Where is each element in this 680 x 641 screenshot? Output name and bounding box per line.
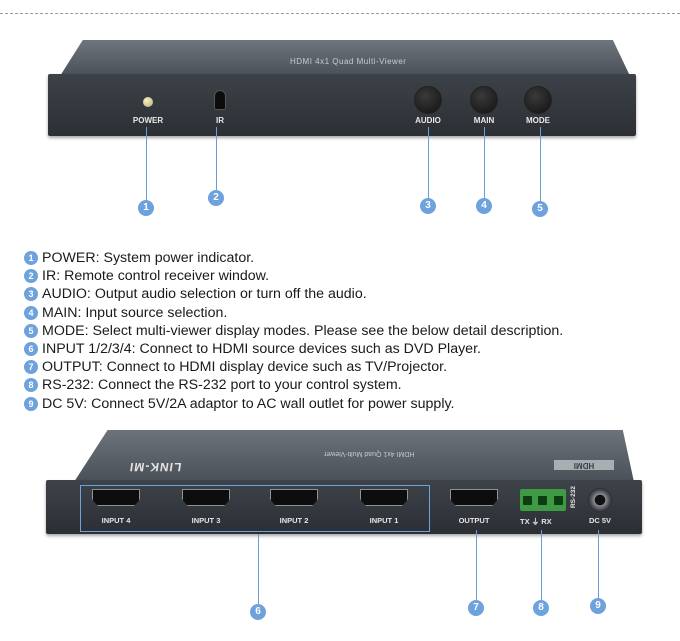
callout-line-1 xyxy=(146,127,147,200)
hdmi-input-1-port[interactable] xyxy=(360,489,408,506)
brand-logo: LINK-MI xyxy=(128,460,183,474)
dc-5v-label: DC 5V xyxy=(588,516,612,525)
callout-number-2: 2 xyxy=(208,190,224,206)
hdmi-input-3-port[interactable] xyxy=(182,489,230,506)
ir-window-icon xyxy=(214,90,226,110)
main-label: MAIN xyxy=(473,116,495,125)
callout-number-7: 7 xyxy=(468,600,484,616)
main-button[interactable] xyxy=(470,86,498,114)
power-label: POWER xyxy=(132,116,164,125)
input-2-label: INPUT 2 xyxy=(279,516,309,525)
callout-line-4 xyxy=(484,127,485,198)
description-number: 3 xyxy=(24,287,38,302)
description-text: OUTPUT: Connect to HDMI display device s… xyxy=(42,359,448,376)
description-text: AUDIO: Output audio selection or turn of… xyxy=(42,286,367,303)
description-number: 8 xyxy=(24,378,38,393)
callout-line-3 xyxy=(428,127,429,198)
description-text: DC 5V: Connect 5V/2A adaptor to AC wall … xyxy=(42,395,455,412)
description-item: 7 OUTPUT: Connect to HDMI display device … xyxy=(24,358,674,376)
mode-label: MODE xyxy=(526,116,550,125)
callout-number-3: 3 xyxy=(420,198,436,214)
audio-button[interactable] xyxy=(414,86,442,114)
description-item: 1 POWER: System power indicator. xyxy=(24,249,674,267)
front-panel-image: HDMI 4x1 Quad Multi-Viewer POWER IR AUDI… xyxy=(40,40,640,140)
top-dashed-divider xyxy=(0,13,680,14)
front-model-text: HDMI 4x1 Quad Multi-Viewer xyxy=(290,57,407,66)
hdmi-input-4-port[interactable] xyxy=(92,489,140,506)
description-text: INPUT 1/2/3/4: Connect to HDMI source de… xyxy=(42,341,481,358)
callout-line-8 xyxy=(541,530,542,600)
rs232-terminal-block[interactable] xyxy=(520,489,566,511)
input-4-label: INPUT 4 xyxy=(101,516,131,525)
callout-line-2 xyxy=(216,127,217,190)
front-panel-top-cover: HDMI 4x1 Quad Multi-Viewer xyxy=(60,40,630,76)
callout-number-8: 8 xyxy=(533,600,549,616)
callout-number-4: 4 xyxy=(476,198,492,214)
rear-panel-face: INPUT 4 INPUT 3 INPUT 2 INPUT 1 OUTPUT R… xyxy=(46,480,642,534)
description-text: MODE: Select multi-viewer display modes.… xyxy=(42,322,564,339)
feature-description-list: 1 POWER: System power indicator. 2 IR: Rem… xyxy=(24,249,674,413)
description-number: 6 xyxy=(24,342,38,357)
callout-number-6: 6 xyxy=(250,604,266,620)
input-1-label: INPUT 1 xyxy=(369,516,399,525)
hdmi-output-port[interactable] xyxy=(450,489,498,506)
power-led-icon xyxy=(143,97,153,107)
tx-rx-label: TX ⏚ RX xyxy=(520,517,552,526)
description-number: 9 xyxy=(24,396,38,411)
description-item: 9 DC 5V: Connect 5V/2A adaptor to AC wall… xyxy=(24,395,674,413)
description-text: RS-232: Connect the RS-232 port to your … xyxy=(42,377,402,394)
description-number: 1 xyxy=(24,251,38,266)
description-item: 3 AUDIO: Output audio selection or turn o… xyxy=(24,285,674,303)
callout-number-5: 5 xyxy=(532,201,548,217)
description-text: MAIN: Input source selection. xyxy=(42,304,228,321)
description-item: 2 IR: Remote control receiver window. xyxy=(24,267,674,285)
callout-line-5 xyxy=(540,127,541,201)
callout-number-1: 1 xyxy=(138,200,154,216)
description-number: 4 xyxy=(24,305,38,320)
rear-model-text: HDMI 4x1 Quad Multi-Viewer xyxy=(324,450,415,457)
description-number: 2 xyxy=(24,269,38,284)
description-item: 5 MODE: Select multi-viewer display modes… xyxy=(24,322,674,340)
dc-power-jack[interactable] xyxy=(588,488,612,512)
rs232-label: RS-232 xyxy=(570,486,577,509)
audio-label: AUDIO xyxy=(415,116,441,125)
description-text: IR: Remote control receiver window. xyxy=(42,268,270,285)
rear-panel-image: LINK-MI HDMI 4x1 Quad Multi-Viewer HDMI … xyxy=(44,430,644,540)
rear-panel-top-cover: LINK-MI HDMI 4x1 Quad Multi-Viewer HDMI xyxy=(74,430,634,482)
description-number: 5 xyxy=(24,323,38,338)
description-text: POWER: System power indicator. xyxy=(42,250,255,267)
description-item: 8 RS-232: Connect the RS-232 port to your… xyxy=(24,376,674,394)
input-ports-highlight xyxy=(80,485,430,532)
mode-button[interactable] xyxy=(524,86,552,114)
callout-line-9 xyxy=(598,530,599,598)
description-item: 4 MAIN: Input source selection. xyxy=(24,304,674,322)
front-panel-face: POWER IR AUDIO MAIN MODE xyxy=(48,74,636,136)
description-item: 6 INPUT 1/2/3/4: Connect to HDMI source d… xyxy=(24,340,674,358)
callout-line-6 xyxy=(258,534,259,604)
callout-number-9: 9 xyxy=(590,598,606,614)
description-number: 7 xyxy=(24,360,38,375)
input-3-label: INPUT 3 xyxy=(191,516,221,525)
callout-line-7 xyxy=(476,530,477,600)
output-label: OUTPUT xyxy=(458,516,490,525)
hdmi-input-2-port[interactable] xyxy=(270,489,318,506)
hdmi-logo: HDMI xyxy=(554,460,614,470)
ir-label: IR xyxy=(216,116,224,125)
